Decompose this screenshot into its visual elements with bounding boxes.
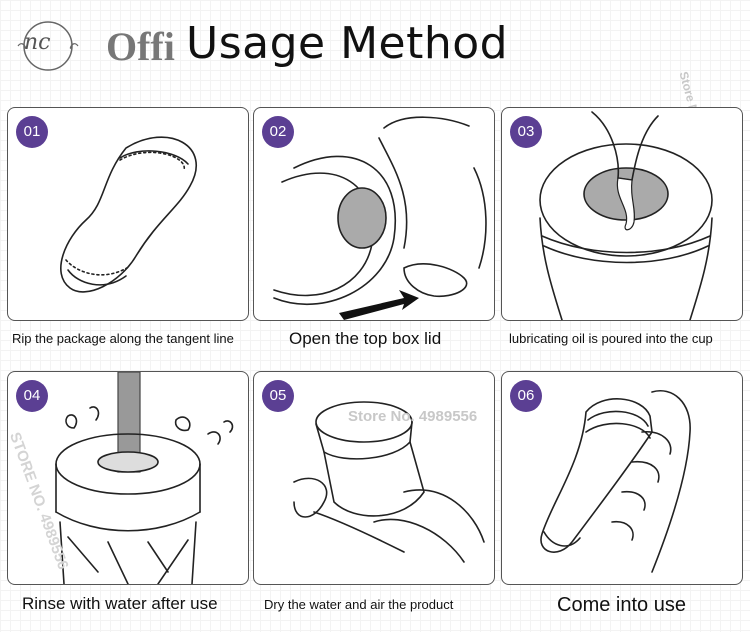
step-badge: 02 bbox=[262, 116, 294, 148]
step-caption-2: Open the top box lid bbox=[289, 329, 442, 348]
dry-illustration-icon bbox=[293, 401, 485, 563]
step-panel-1: 01 bbox=[7, 107, 249, 321]
pour-oil-illustration-icon bbox=[539, 111, 713, 320]
use-illustration-icon bbox=[540, 390, 691, 573]
step-caption-5: Dry the water and air the product bbox=[264, 597, 454, 612]
step-badge: 01 bbox=[16, 116, 48, 148]
step-panel-3: 03 bbox=[501, 107, 743, 321]
step-caption-3: lubricating oil is poured into the cup bbox=[509, 331, 713, 346]
step-panel-6: 06 bbox=[501, 371, 743, 585]
step-badge: 03 bbox=[510, 116, 542, 148]
watermark-center: Store No. 4989556 bbox=[348, 408, 478, 425]
step-badge: 05 bbox=[262, 380, 294, 412]
header: nc Offi Usage Method bbox=[0, 0, 750, 90]
step-panel-2: 02 bbox=[253, 107, 495, 321]
open-lid-illustration-icon bbox=[273, 116, 487, 320]
sleeve-illustration-icon bbox=[60, 136, 197, 293]
brand-logo-icon bbox=[17, 21, 79, 71]
page-title: Usage Method bbox=[186, 18, 509, 69]
step-panel-4: 04 STORE NO. 4989556 bbox=[7, 371, 249, 585]
step-badge: 06 bbox=[510, 380, 542, 412]
logo-text: nc bbox=[24, 30, 51, 55]
step-panel-5: 05 Store No. 4989556 bbox=[253, 371, 495, 585]
step-caption-1: Rip the package along the tangent line bbox=[12, 331, 234, 346]
step-badge: 04 bbox=[16, 380, 48, 412]
brand-word: Offi bbox=[106, 24, 175, 69]
step-caption-6: Come into use bbox=[557, 594, 686, 616]
step-caption-4: Rinse with water after use bbox=[22, 594, 218, 613]
rinse-illustration-icon bbox=[55, 372, 234, 584]
